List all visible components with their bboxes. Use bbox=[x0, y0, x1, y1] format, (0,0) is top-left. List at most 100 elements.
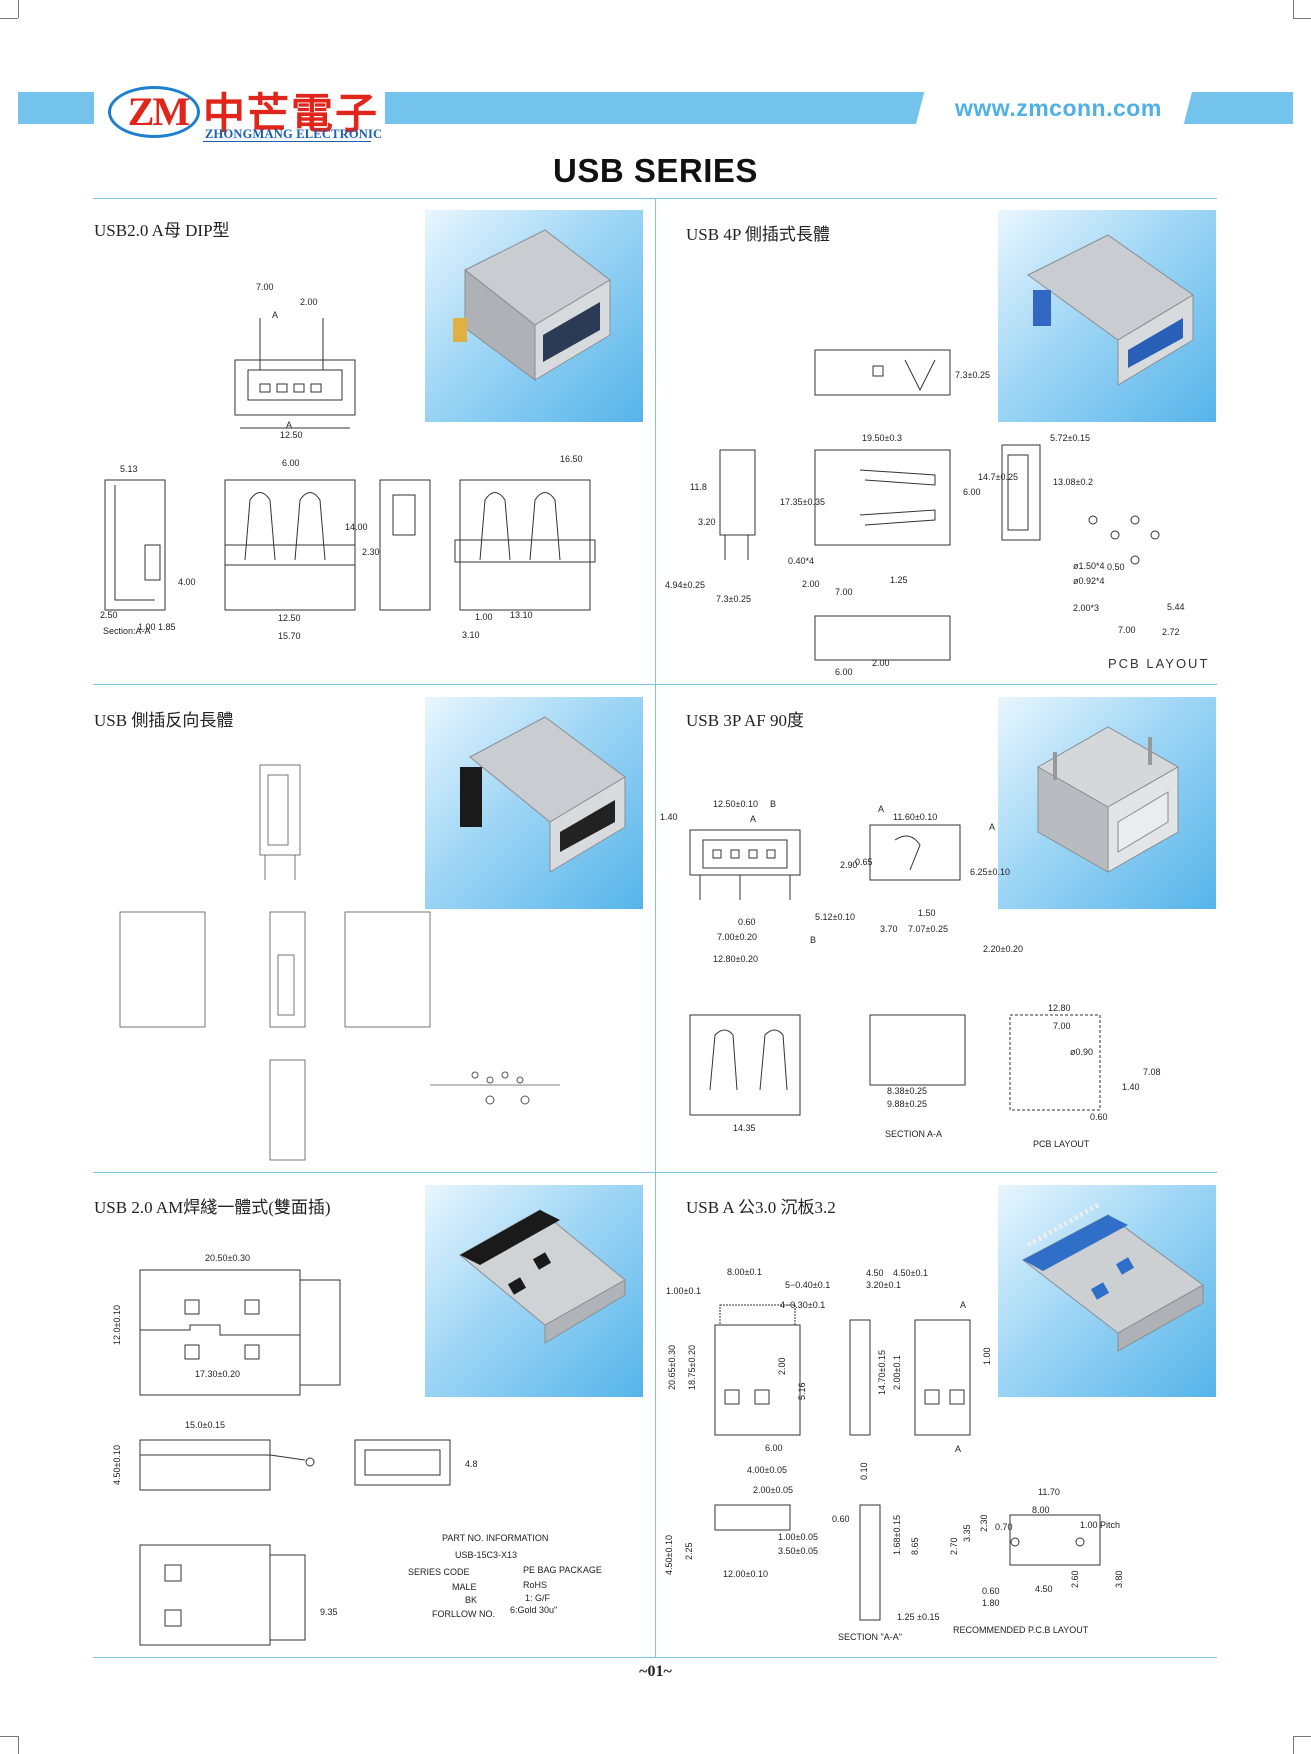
connector-photo-illustration bbox=[1027, 234, 1194, 386]
crop-mark bbox=[1293, 0, 1294, 18]
page-number: ~01~ bbox=[639, 1663, 672, 1680]
part-info-label: FORLLOW NO. bbox=[432, 1609, 495, 1619]
dimension-label: 5.44 bbox=[1167, 602, 1185, 612]
dimension-label: 5.12±0.10 bbox=[815, 912, 855, 922]
logo-english: ZHONGMANG ELECTRONIC bbox=[205, 127, 383, 141]
dimension-label: 18.75±0.20 bbox=[687, 1345, 697, 1390]
dimension-label: 17.30±0.20 bbox=[195, 1369, 240, 1379]
part-info-label: RoHS bbox=[523, 1580, 547, 1590]
dimension-label: 1.00±0.05 bbox=[778, 1532, 818, 1542]
dimension-label: 2.50 bbox=[100, 610, 118, 620]
dimension-label: 2.30 bbox=[362, 547, 380, 557]
dimension-label: 5.16 bbox=[797, 1382, 807, 1400]
logo-chinese: 中芒電子 bbox=[203, 89, 380, 138]
dimension-label: 0.60 bbox=[982, 1586, 1000, 1596]
dimension-label: 19.50±0.3 bbox=[862, 433, 902, 443]
page-title: USB SERIES bbox=[553, 152, 758, 189]
connector-photo-illustration bbox=[459, 1209, 626, 1344]
dimension-label: 1.00 bbox=[475, 612, 493, 622]
dimension-label: 2.90 bbox=[840, 860, 858, 870]
connector-photo-illustration bbox=[1022, 1202, 1204, 1352]
dimension-label: 3.50±0.05 bbox=[778, 1546, 818, 1556]
dimension-label: 0.60 bbox=[832, 1514, 850, 1524]
drawing-usb-3p-af-90: 1.40 12.50±0.10 B A 11.60±0.10 A 6.25±0.… bbox=[660, 799, 1161, 1149]
dimension-label: 1.85 bbox=[158, 622, 176, 632]
dimension-label: 6.00 bbox=[835, 667, 853, 677]
logo-ring bbox=[108, 86, 200, 138]
dimension-label: 1.40 bbox=[660, 812, 678, 822]
drawing-usb-a-male-30: 8.00±0.1 4.50 4.50±0.1 5−0.40±0.1 1.00±0… bbox=[664, 1267, 1124, 1642]
crop-mark bbox=[18, 0, 19, 18]
dimension-label: 4.50 bbox=[866, 1268, 884, 1278]
dimension-label: 14.35 bbox=[733, 1123, 756, 1133]
section-title-usb20-a-dip: USB2.0 A母 DIP型 bbox=[94, 221, 230, 240]
dimension-label: 2.00*3 bbox=[1073, 603, 1099, 613]
section-label: SECTION A-A bbox=[885, 1129, 942, 1139]
dimension-label: 7.00±0.20 bbox=[717, 932, 757, 942]
dimension-label: 8.38±0.25 bbox=[887, 1086, 927, 1096]
dimension-label: A bbox=[272, 310, 278, 320]
dimension-label: 2.72 bbox=[1162, 627, 1180, 637]
dimension-label: 2.00 bbox=[802, 579, 820, 589]
dimension-label: A bbox=[878, 804, 884, 814]
dimension-label: 7.00 bbox=[1053, 1021, 1071, 1031]
section-title-usb20-am-wire: USB 2.0 AM焊綫一體式(雙面插) bbox=[94, 1198, 331, 1217]
dimension-label: 11.8 bbox=[690, 482, 707, 492]
dimension-label: A bbox=[955, 1444, 961, 1454]
dimension-label: 4.50 bbox=[1035, 1584, 1053, 1594]
dimension-label: 14.00 bbox=[345, 522, 368, 532]
dimension-label: 3.35 bbox=[962, 1524, 972, 1542]
product-photo bbox=[998, 210, 1216, 422]
connector-photo-illustration bbox=[1036, 726, 1180, 873]
dimension-label: 1.00 bbox=[138, 622, 156, 632]
dimension-label: A bbox=[750, 814, 756, 824]
product-photo bbox=[425, 210, 643, 422]
part-info-label: 6:Gold 30u" bbox=[510, 1605, 557, 1615]
logo-underline bbox=[203, 141, 371, 142]
dimension-label: 12.0±0.10 bbox=[112, 1305, 122, 1345]
dimension-label: 14.70±0.15 bbox=[877, 1350, 887, 1395]
dimension-label: 7.00 bbox=[1118, 625, 1136, 635]
dimension-label: 1.00 bbox=[982, 1347, 992, 1365]
part-info-label: PE BAG PACKAGE bbox=[523, 1565, 602, 1575]
dimension-label: 0.10 bbox=[859, 1462, 869, 1480]
dimension-label: B bbox=[810, 935, 816, 945]
part-info-label: SERIES CODE bbox=[408, 1567, 470, 1577]
dimension-label: 1.00±0.1 bbox=[666, 1286, 701, 1296]
dimension-label: 17.35±0.35 bbox=[780, 497, 825, 507]
dimension-label: 5−0.40±0.1 bbox=[785, 1280, 830, 1290]
dimension-label: 1.68±0.15 bbox=[892, 1515, 902, 1555]
section-title-usb-3p-af-90: USB 3P AF 90度 bbox=[686, 711, 804, 730]
crop-mark bbox=[0, 1736, 18, 1737]
dimension-label: 5.13 bbox=[120, 464, 138, 474]
dimension-label: 15.70 bbox=[278, 631, 301, 641]
dimension-label: 12.50 bbox=[280, 430, 303, 440]
crop-mark bbox=[1293, 1736, 1311, 1737]
dimension-label: 2.30 bbox=[979, 1514, 989, 1532]
dimension-label: 4−0.30±0.1 bbox=[780, 1300, 825, 1310]
dimension-label: 2.00 bbox=[300, 297, 318, 307]
dimension-label: 14.7±0.25 bbox=[978, 472, 1018, 482]
dimension-label: 3.10 bbox=[462, 630, 480, 640]
dimension-label: 1.50 bbox=[918, 908, 936, 918]
product-photo bbox=[998, 697, 1216, 909]
dimension-label: 11.60±0.10 bbox=[893, 812, 937, 822]
dimension-label: 2.00 bbox=[872, 658, 890, 668]
dimension-label: 1.40 bbox=[1122, 1082, 1140, 1092]
dimension-label: ø1.50*4 bbox=[1073, 561, 1105, 571]
dimension-label: 4.00±0.05 bbox=[747, 1465, 787, 1475]
drawing-usb20-am-wire: 20.50±0.30 12.0±0.10 17.30±0.20 15.0±0.1… bbox=[112, 1253, 602, 1646]
dimension-label: 9.35 bbox=[320, 1607, 338, 1617]
dimension-label: 2.70 bbox=[949, 1537, 959, 1555]
website-url[interactable]: www.zmconn.com bbox=[955, 95, 1162, 121]
crop-mark bbox=[18, 1736, 19, 1754]
drawing-usb20-a-dip: 7.00 2.00 A A 12.50 5.13 6.00 16.50 4.00… bbox=[100, 282, 596, 641]
dimension-label: 12.50 bbox=[278, 613, 301, 623]
part-number-code: USB-15C3-X13 bbox=[455, 1550, 517, 1560]
dimension-label: 2.20±0.20 bbox=[983, 944, 1023, 954]
dimension-label: 6.00 bbox=[765, 1443, 783, 1453]
dimension-label: 1.25 ±0.15 bbox=[897, 1612, 939, 1622]
dimension-label: A bbox=[989, 822, 995, 832]
crop-mark bbox=[0, 18, 18, 19]
dimension-label: 13.10 bbox=[510, 610, 533, 620]
